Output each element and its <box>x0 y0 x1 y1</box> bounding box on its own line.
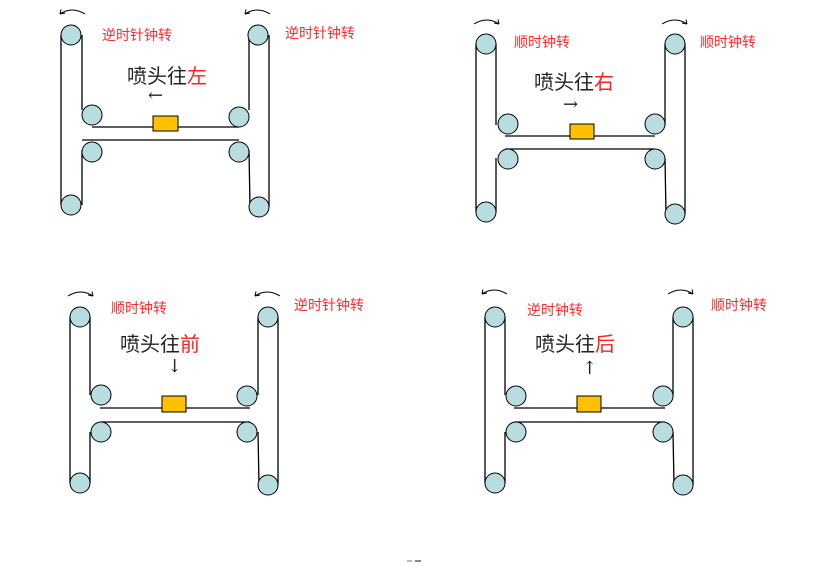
panel-left: 逆时针钟转 逆时针钟转 喷头往左 ← <box>40 0 370 230</box>
pulley-icon <box>652 385 674 407</box>
rotation-arrow-icon <box>473 19 688 25</box>
pulley-icon <box>81 141 103 163</box>
h-belt-diagram <box>67 291 281 496</box>
pulley-icon <box>644 113 666 135</box>
rotation-arrow-icon <box>59 9 271 15</box>
pulley-icon <box>247 24 269 46</box>
pulley-icon <box>60 194 82 216</box>
nozzle-icon <box>161 395 187 413</box>
arrow-right-icon: → <box>563 94 579 115</box>
pulley-icon <box>484 472 506 494</box>
pulley-icon <box>484 306 506 328</box>
left-rotation-label: 逆时钟转 <box>527 303 583 319</box>
panel-front: 顺时钟转 逆时针钟转 喷头往前 ↓ <box>40 270 380 510</box>
nozzle-direction-title: 喷头往右 <box>534 70 614 94</box>
pulley-icon <box>664 33 686 55</box>
direction-word: 左 <box>187 64 207 88</box>
footer-mark <box>407 547 425 562</box>
direction-word: 右 <box>594 70 614 94</box>
pulley-icon <box>475 33 497 55</box>
pulley-icon <box>644 148 666 170</box>
pulley-icon <box>248 196 270 218</box>
right-rotation-label: 顺时钟转 <box>700 35 756 51</box>
nozzle-direction-title: 喷头往左 <box>127 64 207 88</box>
right-rotation-label: 逆时针钟转 <box>294 298 364 314</box>
nozzle-direction-title: 喷头往前 <box>120 332 200 356</box>
pulley-icon <box>69 472 91 494</box>
h-belt-diagram <box>59 9 271 218</box>
nozzle-icon <box>576 395 602 413</box>
pulley-icon <box>257 306 279 328</box>
pulley-icon <box>90 384 112 406</box>
pulley-icon <box>236 385 258 407</box>
pulley-icon <box>652 421 674 443</box>
pulley-icon <box>81 104 103 126</box>
pulley-icon <box>505 421 527 443</box>
pulley-icon <box>60 24 82 46</box>
pulley-icon <box>228 106 250 128</box>
panel-back: 逆时钟转 顺时钟转 喷头往后 ↑ <box>460 270 800 510</box>
rotation-arrow-icon <box>67 291 281 297</box>
right-rotation-label: 逆时针钟转 <box>285 26 355 42</box>
nozzle-icon <box>152 115 179 132</box>
pulley-icon <box>236 421 258 443</box>
h-belt-diagram <box>481 289 694 496</box>
left-rotation-label: 顺时钟转 <box>111 301 167 317</box>
pulley-icon <box>90 421 112 443</box>
right-rotation-label: 顺时钟转 <box>711 298 767 314</box>
pulleys <box>60 24 270 218</box>
pulley-icon <box>672 306 694 328</box>
direction-word: 后 <box>595 332 615 356</box>
pulley-icon <box>505 385 527 407</box>
arrow-up-icon: ↑ <box>582 358 598 379</box>
left-rotation-label: 顺时钟转 <box>514 35 570 51</box>
panel-right: 顺时钟转 顺时钟转 喷头往右 → <box>460 0 790 240</box>
direction-word: 前 <box>180 332 200 356</box>
rotation-arrow-icon <box>481 289 694 295</box>
arrow-left-icon: ← <box>148 85 164 106</box>
pulley-icon <box>69 306 91 328</box>
h-belt-diagram <box>473 19 688 225</box>
nozzle-icon <box>569 123 595 140</box>
pulley-icon <box>672 474 694 496</box>
pulley-icon <box>228 141 250 163</box>
pulley-icon <box>257 474 279 496</box>
left-rotation-label: 逆时针钟转 <box>102 28 172 44</box>
pulley-icon <box>664 203 686 225</box>
nozzle-direction-title: 喷头往后 <box>535 332 615 356</box>
pulley-icon <box>475 201 497 223</box>
arrow-down-icon: ↓ <box>167 356 183 377</box>
pulley-icon <box>497 113 519 135</box>
pulley-icon <box>497 148 519 170</box>
